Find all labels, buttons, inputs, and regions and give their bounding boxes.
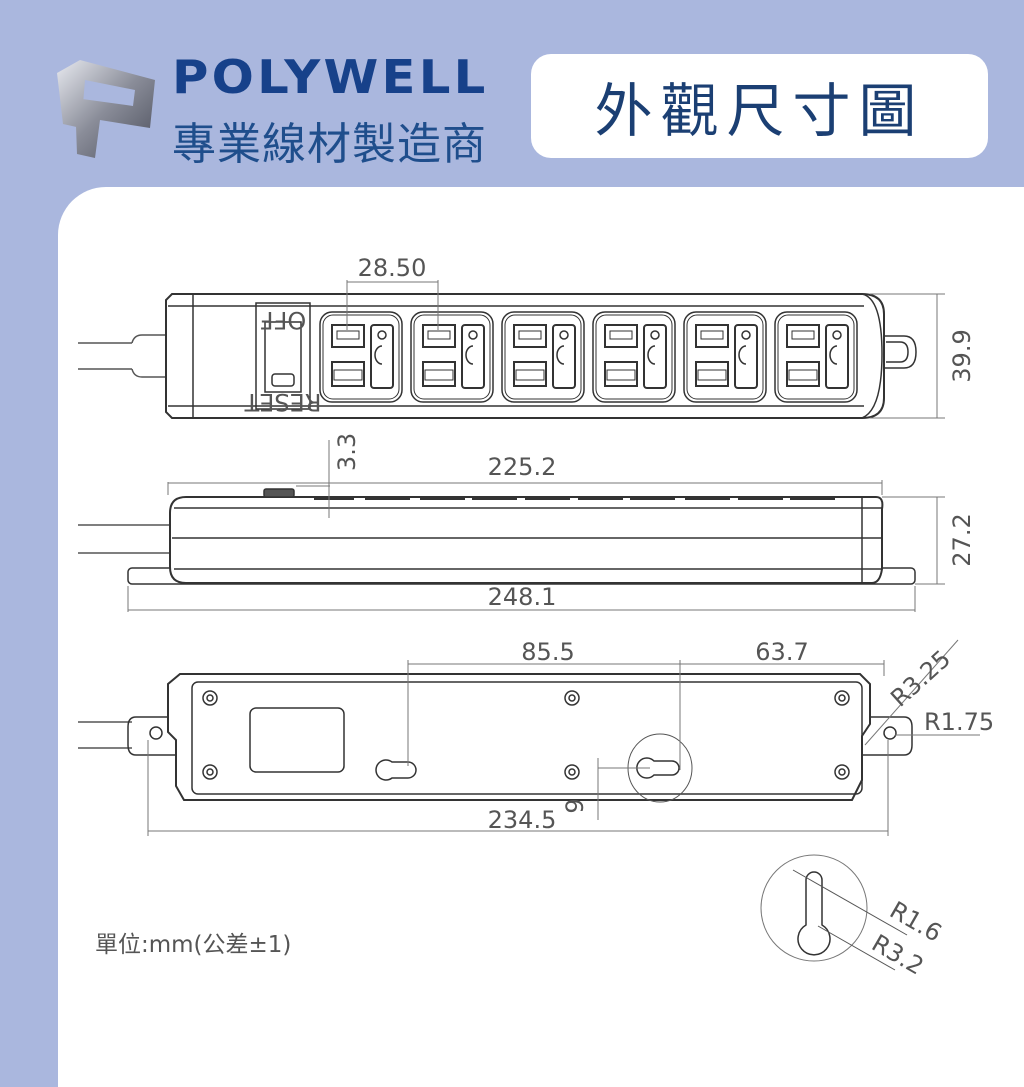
switch-protrusion-dimension: 3.3	[333, 433, 361, 471]
body-length-dimension: 225.2	[488, 453, 557, 481]
outlet	[410, 311, 494, 403]
hole-spacing-right-dimension: 63.7	[755, 638, 808, 666]
hole-spacing-left-dimension: 85.5	[521, 638, 574, 666]
dimension-drawing: OFF RESET	[78, 254, 994, 981]
outlet	[683, 311, 767, 403]
bottom-view: 85.5 63.7 R3.25 R1.75 234.5 9	[78, 638, 994, 836]
brand-name: POLYWELL	[172, 50, 489, 104]
side-height-dimension: 27.2	[948, 513, 976, 566]
mount-radius-dimension: R1.75	[924, 708, 994, 736]
page-title-box: 外觀尺寸圖	[531, 54, 988, 158]
overall-length-dimension: 248.1	[488, 583, 557, 611]
outlet	[501, 311, 585, 403]
outlet	[592, 311, 676, 403]
outlet	[319, 311, 403, 403]
switch-reset-label: RESET	[244, 388, 321, 416]
brand-tagline: 專業線材製造商	[172, 119, 487, 170]
outlet	[774, 311, 858, 403]
top-view: OFF RESET	[78, 254, 976, 419]
keyhole-detail: R1.6 R3.2	[760, 854, 946, 981]
bottom-length-dimension: 234.5	[488, 806, 557, 834]
switch-off-label: OFF	[260, 306, 307, 334]
polywell-logo-icon	[57, 60, 155, 158]
unit-note: 單位:mm(公差±1)	[95, 932, 292, 958]
outlet-pitch-dimension: 28.50	[358, 254, 427, 282]
side-view: 3.3 225.2 248.1 27.2	[78, 433, 976, 612]
page-title: 外觀尺寸圖	[594, 77, 925, 145]
top-height-dimension: 39.9	[948, 329, 976, 382]
corner-radius-dimension: R3.25	[885, 645, 956, 713]
hole-offset-dimension: 9	[561, 798, 589, 813]
